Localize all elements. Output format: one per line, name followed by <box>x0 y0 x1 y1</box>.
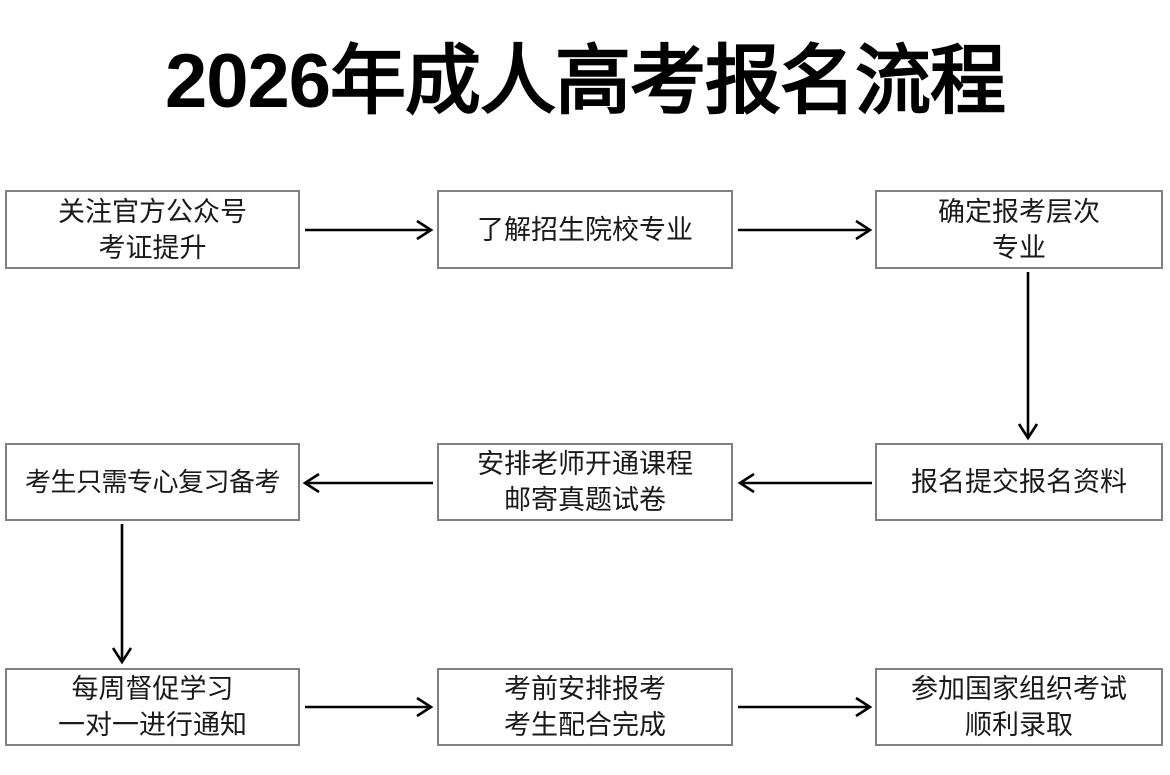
connector-arrow-left-2 <box>302 471 433 495</box>
flow-node-5-line-1: 安排老师开通课程 <box>477 449 693 479</box>
flow-node-4[interactable]: 报名提交报名资料 <box>875 443 1163 521</box>
flow-node-1[interactable]: 关注官方公众号 考证提升 <box>5 190 300 269</box>
connector-arrow-right-1 <box>305 218 434 242</box>
flow-node-9-line-1: 参加国家组织考试 <box>911 674 1127 704</box>
flow-node-8[interactable]: 考前安排报考 考生配合完成 <box>437 668 733 746</box>
flow-node-7-line-1: 每周督促学习 <box>71 674 234 704</box>
flow-node-4-line-1: 报名提交报名资料 <box>911 467 1127 497</box>
flow-node-8-line-2: 考生配合完成 <box>504 710 666 740</box>
flow-node-7-line-2: 一对一进行通知 <box>58 710 247 740</box>
flow-node-3-line-2: 专业 <box>992 232 1046 263</box>
page-title: 2026年成人高考报名流程 <box>164 39 1006 124</box>
connector-arrow-left-1 <box>737 471 872 495</box>
flow-node-6[interactable]: 考生只需专心复习备考 <box>5 443 300 521</box>
connector-arrow-right-3 <box>305 695 434 719</box>
flow-node-1-line-2: 考证提升 <box>98 232 207 263</box>
flow-node-3[interactable]: 确定报考层次 专业 <box>875 190 1163 269</box>
flow-node-5[interactable]: 安排老师开通课程 邮寄真题试卷 <box>437 443 733 521</box>
flow-node-2-line-1: 了解招生院校专业 <box>477 214 693 245</box>
flow-node-7[interactable]: 每周督促学习 一对一进行通知 <box>5 668 300 746</box>
flow-node-1-line-1: 关注官方公众号 <box>58 196 247 227</box>
connector-arrow-right-4 <box>738 695 873 719</box>
flow-node-6-line-1: 考生只需专心复习备考 <box>24 467 281 497</box>
connector-arrow-down-2 <box>110 524 134 665</box>
flow-node-8-line-1: 考前安排报考 <box>504 674 666 704</box>
connector-arrow-down-1 <box>1016 272 1040 441</box>
flow-node-3-line-1: 确定报考层次 <box>938 196 1100 227</box>
connector-arrow-right-2 <box>738 218 873 242</box>
flow-node-9-line-2: 顺利录取 <box>965 710 1073 740</box>
flow-node-9[interactable]: 参加国家组织考试 顺利录取 <box>875 668 1163 746</box>
flow-node-5-line-2: 邮寄真题试卷 <box>504 485 666 515</box>
flow-node-2[interactable]: 了解招生院校专业 <box>437 190 733 269</box>
